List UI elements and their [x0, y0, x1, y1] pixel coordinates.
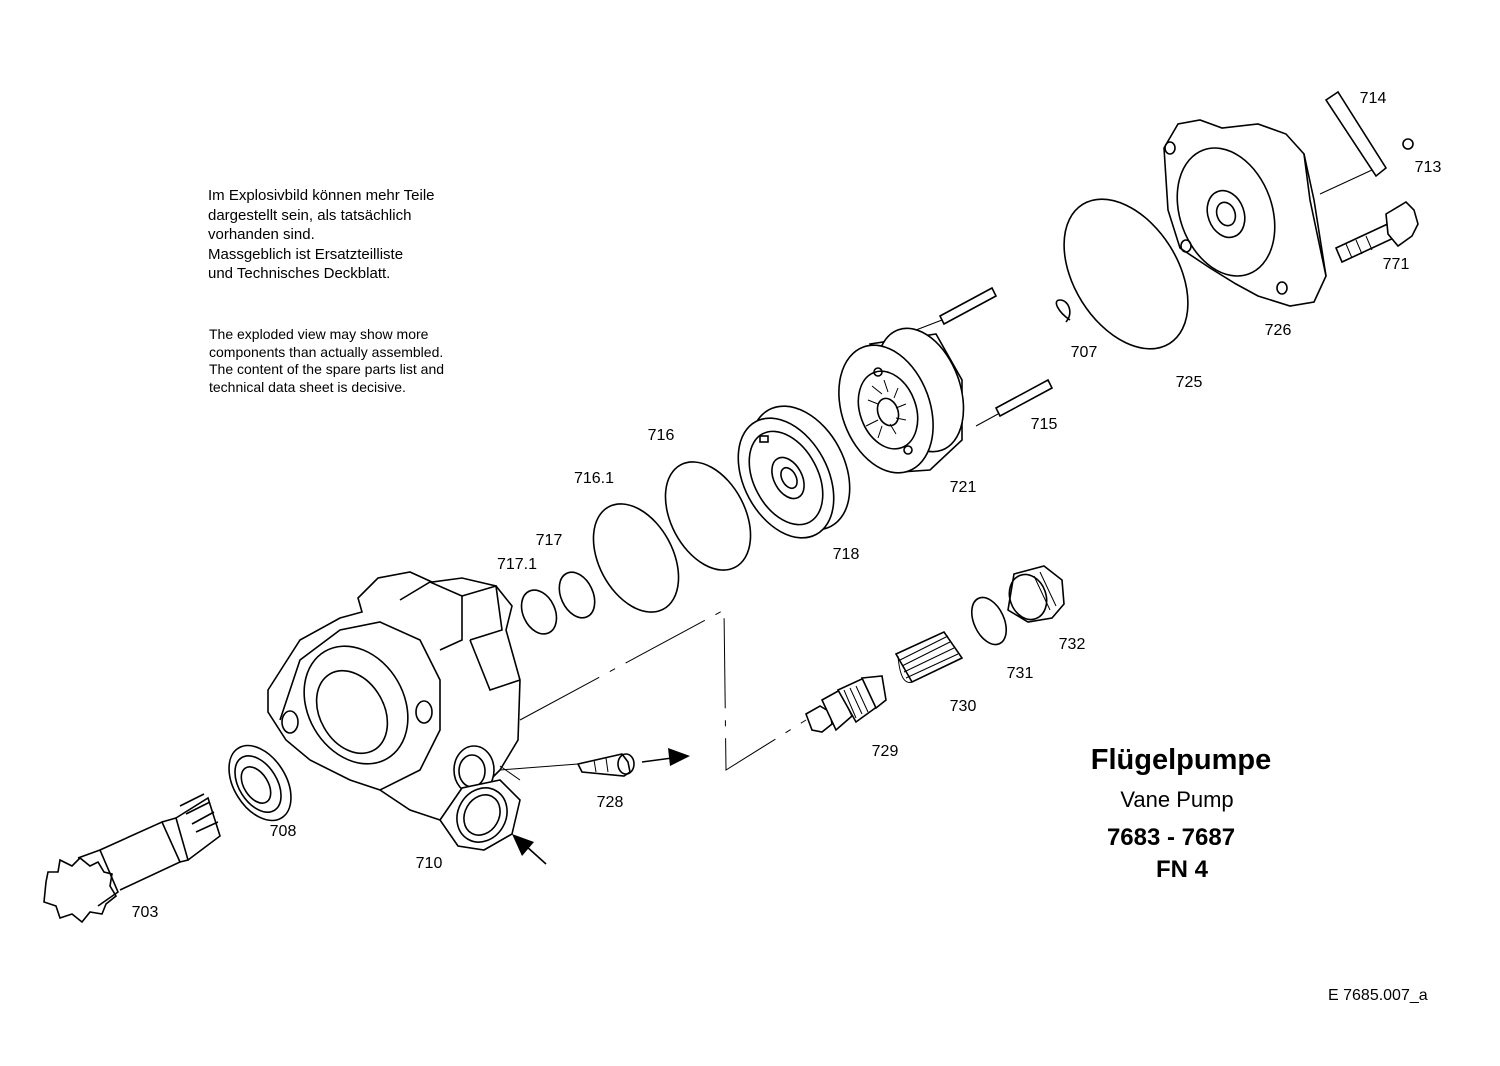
part-714-bracket — [1324, 90, 1388, 178]
label-713: 713 — [1414, 159, 1442, 176]
part-721-cam-ring — [838, 327, 965, 474]
part-732-plug-screw — [1007, 565, 1065, 623]
part-771-bolt — [1334, 200, 1419, 264]
label-716: 716 — [647, 427, 675, 444]
model-code: FN 4 — [1155, 856, 1209, 883]
label-708: 708 — [269, 823, 297, 840]
label-728: 728 — [596, 794, 624, 811]
part-717-1-o-ring — [520, 589, 558, 635]
title-english: Vane Pump — [1120, 787, 1234, 812]
assembly-guide-lines — [499, 319, 999, 781]
title-german: Flügelpumpe — [1090, 744, 1272, 776]
label-717: 717 — [535, 532, 563, 549]
model-range: 7683 - 7687 — [1106, 824, 1236, 851]
part-708-shaft-seal — [228, 744, 292, 822]
part-729-valve-cartridge — [805, 675, 887, 733]
part-717-o-ring — [558, 571, 596, 619]
label-730: 730 — [949, 698, 977, 715]
part-716-1-o-ring — [592, 503, 680, 613]
label-725: 725 — [1175, 374, 1203, 391]
label-703: 703 — [131, 904, 159, 921]
label-721: 721 — [949, 479, 977, 496]
part-718-pressure-plate — [737, 405, 851, 539]
part-703-drive-shaft — [43, 793, 221, 924]
label-707: 707 — [1070, 344, 1098, 361]
part-730-spring — [894, 630, 964, 684]
label-731: 731 — [1006, 665, 1034, 682]
part-707-circlip — [1055, 299, 1071, 323]
part-713-screw — [1402, 138, 1414, 150]
label-716-1: 716.1 — [573, 470, 615, 487]
label-714: 714 — [1359, 90, 1387, 107]
document-number: E 7685.007_a — [1328, 987, 1428, 1004]
part-725-large-o-ring — [1063, 198, 1189, 350]
part-716-o-ring — [664, 461, 752, 571]
label-729: 729 — [871, 743, 899, 760]
part-728-valve-piston — [576, 753, 635, 777]
part-715-dowel-pins — [938, 286, 1054, 418]
label-710: 710 — [415, 855, 443, 872]
label-718: 718 — [832, 546, 860, 563]
note-english: The exploded view may show more componen… — [209, 326, 445, 395]
label-732: 732 — [1058, 636, 1086, 653]
part-710-pump-housing — [267, 571, 521, 851]
label-715: 715 — [1030, 416, 1058, 433]
part-726-pump-cover — [1163, 119, 1327, 307]
label-726: 726 — [1264, 322, 1292, 339]
label-771: 771 — [1382, 256, 1410, 273]
note-german: Im Explosivbild können mehr Teile darges… — [208, 187, 435, 282]
flow-direction-arrows — [512, 748, 690, 865]
part-731-seal-ring — [970, 596, 1008, 646]
label-717-1: 717.1 — [496, 556, 538, 573]
